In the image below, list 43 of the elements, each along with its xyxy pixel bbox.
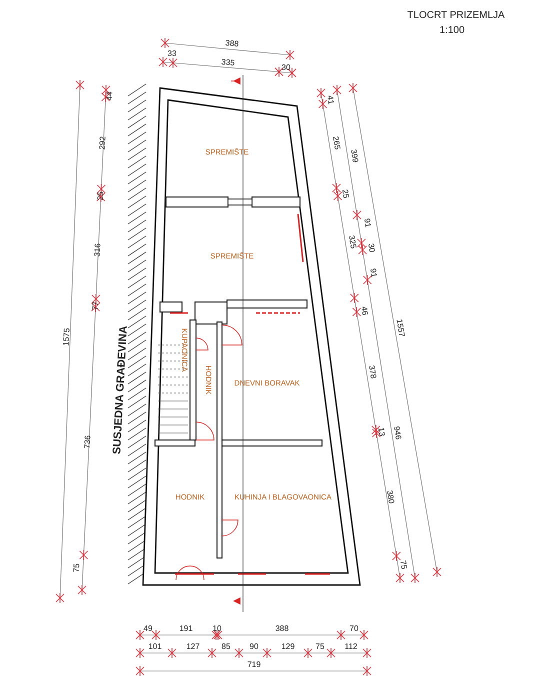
- dimension-label: 191: [179, 625, 193, 633]
- dimension-label: 85: [222, 643, 230, 651]
- dimension-label: 736: [84, 435, 92, 449]
- dimension-label: 44: [106, 91, 114, 101]
- dimension-label: 10: [212, 625, 222, 633]
- dimension-label: 399: [349, 148, 359, 164]
- dimension-label: 75: [72, 563, 82, 573]
- dimension-label: 41: [325, 94, 335, 106]
- dimension-label: 292: [98, 136, 108, 150]
- dimension-label: 70: [350, 625, 358, 633]
- dimension-label: 388: [225, 39, 239, 49]
- dimension-label: 91: [368, 268, 378, 278]
- title: TLOCRT PRIZEMLJA: [407, 11, 505, 21]
- dimension-label: 129: [281, 643, 295, 651]
- dimension-label: 1575: [62, 328, 72, 346]
- scale-label: 1:100: [439, 26, 465, 36]
- dimension-label: 25: [340, 188, 350, 200]
- dimension-label: 49: [144, 625, 152, 633]
- dimension-label: 719: [247, 661, 261, 669]
- dimension-label: 30: [282, 64, 290, 72]
- dimension-label: 75: [316, 643, 324, 651]
- dimension-label: 1557: [394, 318, 406, 338]
- dimension-label: 265: [331, 136, 341, 150]
- dimension-label: 25: [96, 191, 106, 201]
- dimension-label: 33: [168, 50, 176, 58]
- dimension-label: 13: [376, 426, 386, 438]
- dimension-label: 316: [94, 243, 102, 257]
- dimension-label: 90: [250, 643, 258, 651]
- dimension-label: 101: [148, 643, 162, 651]
- dimension-label: 388: [275, 625, 289, 633]
- dimension-label: 378: [367, 364, 377, 380]
- dimension-label: 325: [347, 234, 357, 250]
- neighbour-building-label: SUSJEDNA GRAĐEVINA: [112, 326, 130, 454]
- dimension-label: 335: [221, 58, 235, 68]
- dimension-label: 77: [92, 301, 100, 311]
- dimension-label: 127: [186, 643, 200, 651]
- dimension-label: 91: [362, 218, 372, 228]
- dimension-label: 75: [398, 560, 408, 570]
- dimension-label: 380: [385, 490, 395, 504]
- dimension-label: 112: [344, 643, 358, 651]
- dimension-label: 46: [359, 306, 369, 316]
- dimension-label: 946: [392, 426, 402, 440]
- dimension-label: 30: [366, 242, 376, 254]
